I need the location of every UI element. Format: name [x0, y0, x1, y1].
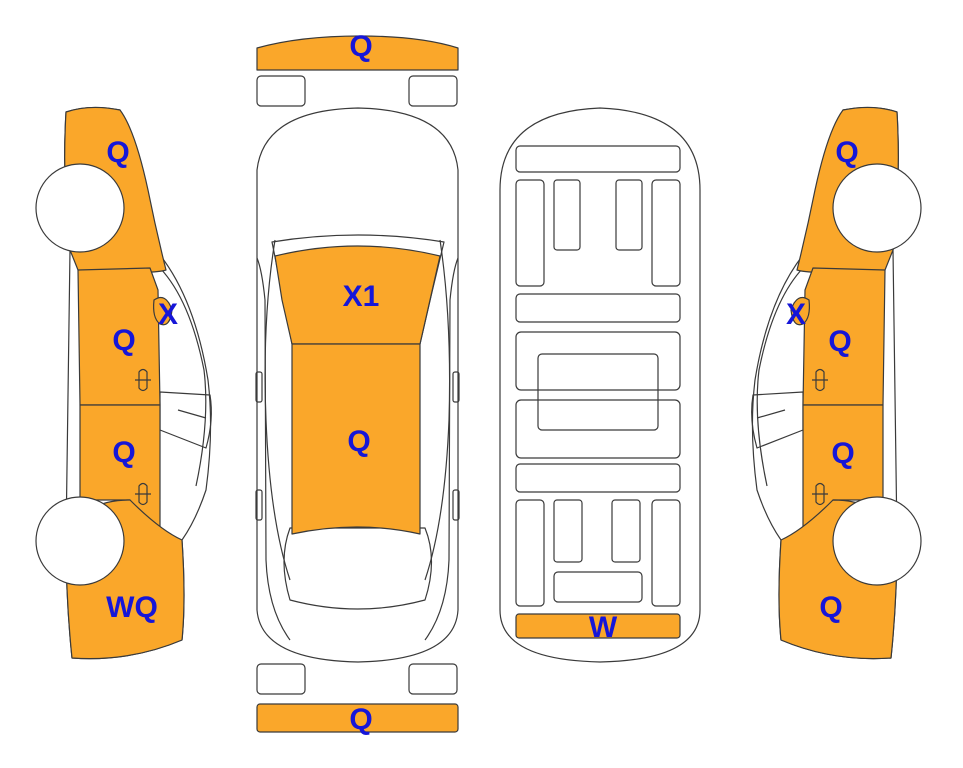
- left-front-wheel: [35, 163, 125, 253]
- left-rear-wheel: [35, 496, 125, 586]
- hood-mark: X1: [343, 280, 380, 313]
- left-front-door-mark: Q: [112, 324, 135, 357]
- left-front-fender-mark: Q: [106, 136, 129, 169]
- right-mirror-mark: X: [786, 298, 806, 331]
- underbody-rear-panel: [515, 613, 681, 639]
- rear-bumper-mark: Q: [349, 703, 372, 736]
- front-bumper-panel: [256, 35, 459, 71]
- right-front-door-mark: Q: [828, 325, 851, 358]
- right-mirror-panel: [790, 297, 810, 326]
- left-quarter-panel-mark: WQ: [106, 591, 158, 624]
- right-rear-wheel: [832, 496, 922, 586]
- roof-mark: Q: [347, 425, 370, 458]
- left-side-view: Q X Q Q WQ: [35, 106, 212, 660]
- underbody-rear-mark: W: [589, 611, 618, 644]
- left-mirror-mark: X: [158, 298, 178, 331]
- front-left-tire: [256, 75, 306, 107]
- rear-bumper-panel: [256, 703, 459, 733]
- underbody-view: W: [499, 107, 701, 663]
- right-front-wheel: [832, 163, 922, 253]
- top-view: Q X1 Q Q: [255, 30, 460, 736]
- left-mirror-panel: [153, 297, 173, 326]
- hood-panel: [274, 245, 441, 345]
- right-rear-door-mark: Q: [831, 437, 854, 470]
- rear-left-tire: [256, 663, 306, 695]
- roof-panel: [291, 343, 421, 535]
- right-front-fender-mark: Q: [835, 136, 858, 169]
- front-right-tire: [408, 75, 458, 107]
- right-side-view: [751, 106, 922, 660]
- front-bumper-mark: Q: [349, 30, 372, 63]
- right-quarter-panel-mark: Q: [819, 591, 842, 624]
- rear-right-tire: [408, 663, 458, 695]
- left-rear-door-mark: Q: [112, 436, 135, 469]
